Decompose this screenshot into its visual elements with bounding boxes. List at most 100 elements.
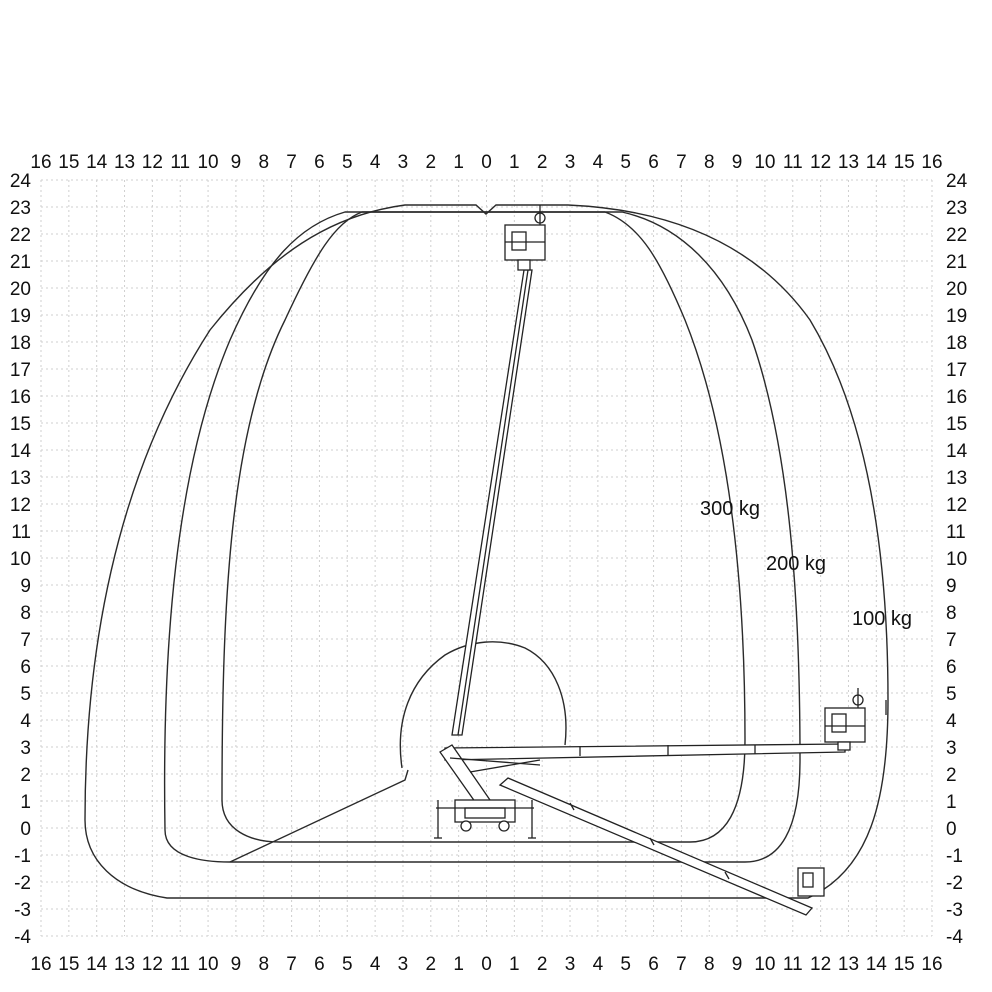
lower-boom bbox=[498, 777, 825, 916]
x-tick-label-bottom: 4 bbox=[370, 954, 381, 975]
x-tick-label-bottom: 16 bbox=[30, 954, 51, 975]
y-tick-label-left: -2 bbox=[14, 873, 31, 894]
x-tick-label-bottom: 8 bbox=[704, 954, 715, 975]
y-tick-label-right: 14 bbox=[946, 441, 968, 462]
x-tick-label-top: 4 bbox=[593, 152, 604, 173]
x-tick-label-bottom: 15 bbox=[894, 954, 915, 975]
x-tick-label-top: 9 bbox=[231, 152, 242, 173]
y-tick-label-left: 17 bbox=[10, 360, 31, 381]
y-tick-label-left: 8 bbox=[20, 603, 31, 624]
y-tick-label-left: 20 bbox=[10, 279, 31, 300]
x-tick-label-top: 15 bbox=[58, 152, 79, 173]
y-tick-label-left: -4 bbox=[14, 927, 31, 948]
y-tick-label-right: 22 bbox=[946, 225, 967, 246]
x-tick-label-top: 10 bbox=[197, 152, 218, 173]
y-tick-label-left: 7 bbox=[20, 630, 31, 651]
load-label-300kg: 300 kg bbox=[700, 498, 760, 520]
y-tick-label-right: 9 bbox=[946, 576, 957, 597]
y-tick-label-right: 2 bbox=[946, 765, 957, 786]
x-tick-label-bottom: 6 bbox=[314, 954, 325, 975]
load-label-100kg: 100 kg bbox=[852, 608, 912, 630]
x-tick-label-top: 13 bbox=[838, 152, 859, 173]
x-tick-label-bottom: 2 bbox=[426, 954, 437, 975]
x-tick-label-bottom: 10 bbox=[754, 954, 775, 975]
x-tick-label-bottom: 6 bbox=[648, 954, 659, 975]
x-tick-label-top: 3 bbox=[565, 152, 576, 173]
x-tick-label-bottom: 10 bbox=[197, 954, 218, 975]
y-tick-label-right: 6 bbox=[946, 657, 957, 678]
y-tick-label-left: 9 bbox=[20, 576, 31, 597]
y-tick-label-left: 23 bbox=[10, 198, 31, 219]
x-tick-label-bottom: 9 bbox=[732, 954, 743, 975]
x-tick-label-bottom: 8 bbox=[258, 954, 269, 975]
y-tick-label-left: 0 bbox=[20, 819, 31, 840]
y-tick-label-left: 13 bbox=[10, 468, 31, 489]
vertical-boom bbox=[451, 205, 546, 736]
x-tick-label-bottom: 16 bbox=[921, 954, 942, 975]
y-tick-label-right: 11 bbox=[946, 522, 966, 543]
load-labels: 300 kg 200 kg 100 kg bbox=[700, 498, 912, 630]
x-tick-label-bottom: 3 bbox=[398, 954, 409, 975]
y-tick-label-right: 10 bbox=[946, 549, 967, 570]
load-label-200kg: 200 kg bbox=[766, 553, 826, 575]
x-tick-label-top: 6 bbox=[314, 152, 325, 173]
y-tick-label-left: 21 bbox=[10, 252, 31, 273]
x-tick-label-bottom: 5 bbox=[342, 954, 353, 975]
y-tick-label-left: 1 bbox=[20, 792, 31, 813]
y-tick-label-right: 18 bbox=[946, 333, 967, 354]
x-tick-label-top: 1 bbox=[509, 152, 520, 173]
y-tick-label-left: 18 bbox=[10, 333, 31, 354]
y-tick-label-left: -3 bbox=[14, 900, 31, 921]
aerial-platform-illustration bbox=[434, 205, 887, 916]
y-tick-label-right: 4 bbox=[946, 711, 957, 732]
y-tick-label-left: 11 bbox=[11, 522, 31, 543]
load-envelopes bbox=[84, 204, 889, 899]
lower-boundary-line bbox=[229, 769, 409, 863]
y-tick-label-right: 19 bbox=[946, 306, 967, 327]
y-tick-label-left: 16 bbox=[10, 387, 31, 408]
x-tick-label-top: 0 bbox=[481, 152, 492, 173]
x-tick-label-top: 16 bbox=[30, 152, 51, 173]
x-tick-label-bottom: 4 bbox=[593, 954, 604, 975]
y-tick-label-left: 19 bbox=[10, 306, 31, 327]
x-tick-label-top: 9 bbox=[732, 152, 743, 173]
y-tick-label-left: 10 bbox=[10, 549, 31, 570]
x-tick-label-bottom: 14 bbox=[86, 954, 108, 975]
x-tick-label-top: 8 bbox=[704, 152, 715, 173]
x-tick-label-top: 14 bbox=[86, 152, 108, 173]
x-tick-label-top: 7 bbox=[676, 152, 687, 173]
x-tick-label-bottom: 2 bbox=[537, 954, 548, 975]
x-tick-label-top: 6 bbox=[648, 152, 659, 173]
x-tick-label-top: 2 bbox=[537, 152, 548, 173]
x-tick-label-bottom: 13 bbox=[114, 954, 135, 975]
x-tick-label-top: 16 bbox=[921, 152, 942, 173]
horizontal-boom bbox=[444, 688, 887, 761]
y-tick-label-right: 23 bbox=[946, 198, 967, 219]
y-tick-label-right: -2 bbox=[946, 873, 963, 894]
x-tick-label-bottom: 7 bbox=[676, 954, 687, 975]
y-tick-label-right: 21 bbox=[946, 252, 967, 273]
x-tick-label-bottom: 3 bbox=[565, 954, 576, 975]
x-tick-label-top: 12 bbox=[142, 152, 163, 173]
y-tick-label-right: 12 bbox=[946, 495, 967, 516]
y-tick-label-right: 7 bbox=[946, 630, 957, 651]
y-tick-label-left: 15 bbox=[10, 414, 31, 435]
envelope-100kg bbox=[84, 204, 889, 899]
x-tick-label-top: 11 bbox=[783, 152, 803, 173]
y-tick-label-right: 0 bbox=[946, 819, 957, 840]
axis-ticks: 1616151514141313121211111010998877665544… bbox=[10, 152, 968, 975]
x-tick-label-bottom: 1 bbox=[453, 954, 464, 975]
x-tick-label-bottom: 5 bbox=[620, 954, 631, 975]
y-tick-label-left: 24 bbox=[10, 171, 32, 192]
x-tick-label-top: 14 bbox=[866, 152, 888, 173]
x-tick-label-top: 15 bbox=[894, 152, 915, 173]
x-tick-label-bottom: 0 bbox=[481, 954, 492, 975]
y-tick-label-right: -4 bbox=[946, 927, 963, 948]
y-tick-label-right: 24 bbox=[946, 171, 968, 192]
y-tick-label-left: 2 bbox=[20, 765, 31, 786]
y-tick-label-left: 12 bbox=[10, 495, 31, 516]
x-tick-label-bottom: 9 bbox=[231, 954, 242, 975]
x-tick-label-top: 12 bbox=[810, 152, 831, 173]
